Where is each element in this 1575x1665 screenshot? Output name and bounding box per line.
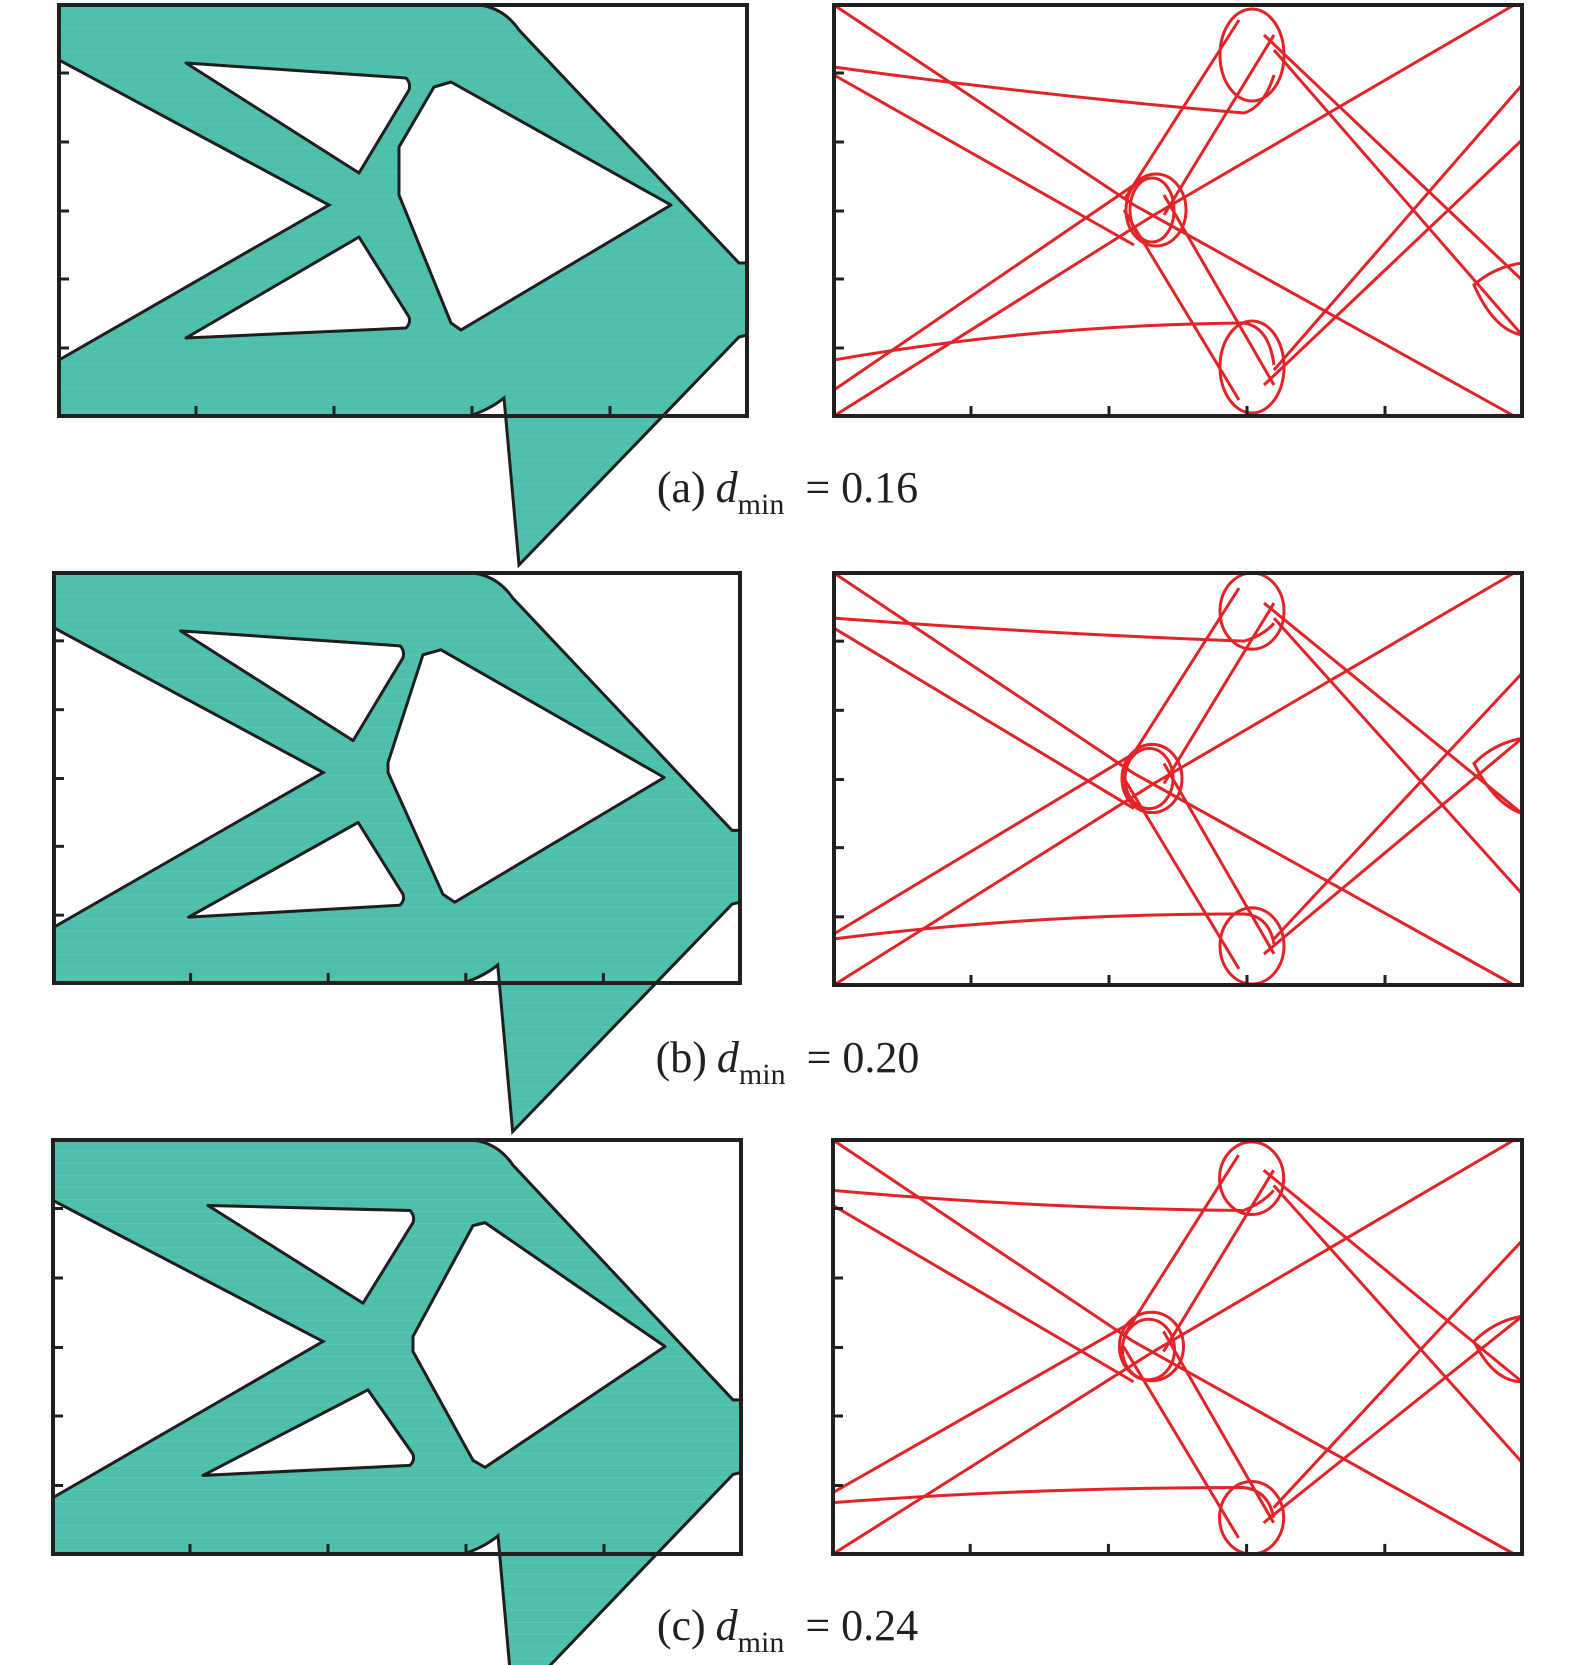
caption-b: (b)dmin = 0.20 [655,1033,920,1091]
skeleton-panel-c [830,1137,1525,1557]
caption-a: (a)dmin = 0.16 [656,463,919,521]
skeleton-components-a [832,3,1524,418]
caption-variable: dmin [715,463,785,521]
caption-value: 0.16 [841,463,919,512]
topology-structure-c [51,1137,743,1665]
topology-panel-b [52,571,742,1136]
topology-panel-c [51,1137,743,1665]
caption-value: 0.20 [842,1033,920,1082]
caption-value: 0.24 [841,1601,919,1650]
caption-variable: dmin [716,1033,786,1091]
topology-structure-a [57,3,749,569]
skeleton-panel-b [832,570,1524,988]
caption-variable: dmin [715,1601,785,1659]
caption-label: (c) [656,1601,706,1650]
caption-c: (c)dmin = 0.24 [656,1601,919,1659]
caption-label: (b) [655,1033,707,1082]
skeleton-components-c [830,1137,1525,1557]
topology-structure-b [52,571,742,1136]
skeleton-panel-a [832,3,1524,418]
topology-panel-a [57,3,749,569]
skeleton-components-b [832,570,1524,988]
caption-label: (a) [656,463,706,512]
